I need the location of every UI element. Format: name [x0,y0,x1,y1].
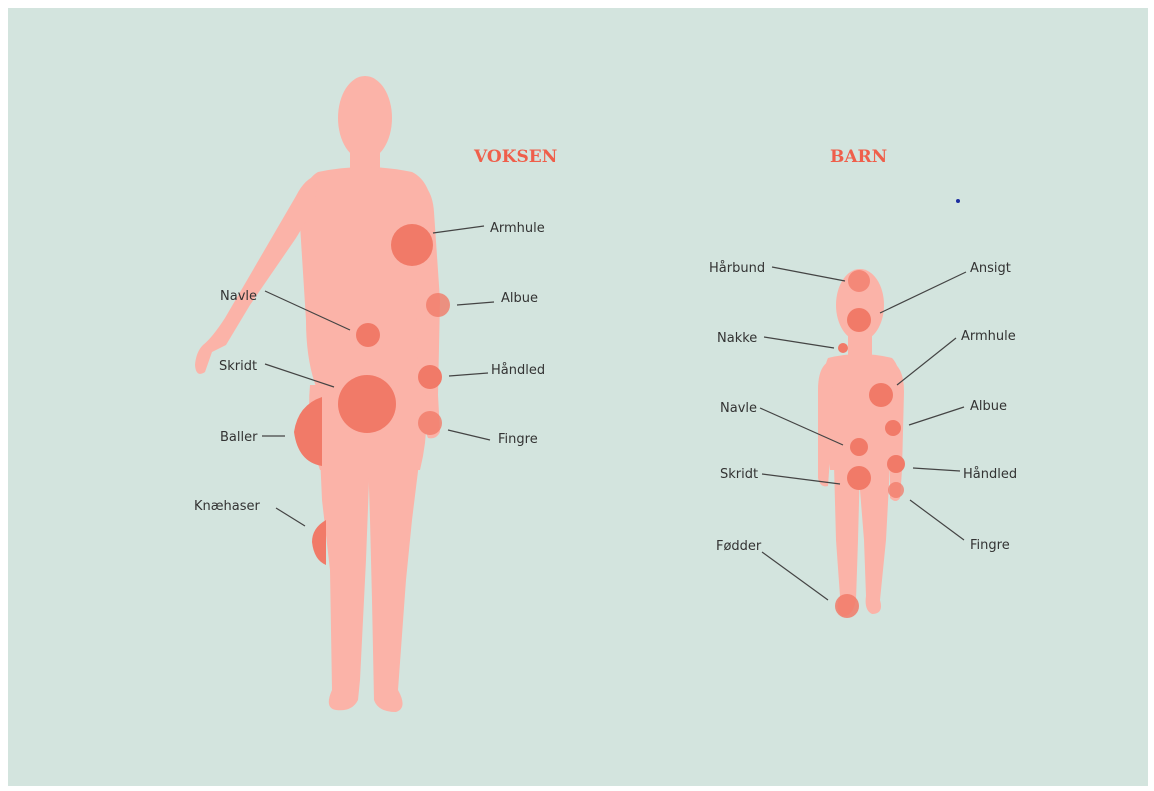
label-child-skridt: Skridt [720,467,758,482]
spot-adult-knaehaser [312,520,326,565]
label-child-haandled: Håndled [963,467,1017,482]
adult-left-leg [320,455,370,710]
stray-dot [956,199,960,203]
label-child-albue: Albue [970,399,1007,414]
child-title: BARN [830,147,887,167]
label-child-haarbund: Hårbund [709,261,765,276]
spot-child-skridt [847,466,871,490]
label-adult-armhule: Armhule [490,221,545,236]
label-adult-albue: Albue [501,291,538,306]
spot-adult-fingre [418,411,442,435]
adult-figure [195,76,440,712]
label-child-navle: Navle [720,401,757,416]
label-child-nakke: Nakke [717,331,757,346]
label-adult-fingre: Fingre [498,432,538,447]
spot-adult-navle [356,323,380,347]
adult-head [338,76,392,160]
spot-child-fingre [888,482,904,498]
spot-child-nakke [838,343,848,353]
spot-child-haandled [887,455,905,473]
spot-child-ansigt [847,308,871,332]
spot-adult-skridt [338,375,396,433]
label-child-fingre: Fingre [970,538,1010,553]
label-adult-baller: Baller [220,430,258,445]
spot-adult-armhule [391,224,433,266]
adult-left-arm [195,175,318,374]
spot-child-foedder [835,594,859,618]
spot-adult-haandled [418,365,442,389]
spot-child-albue [885,420,901,436]
label-child-armhule: Armhule [961,329,1016,344]
label-child-foedder: Fødder [716,539,762,554]
adult-right-leg [368,455,420,712]
spot-child-haarbund [848,270,870,292]
spot-adult-baller [294,397,322,466]
label-adult-skridt: Skridt [219,359,257,374]
label-child-ansigt: Ansigt [970,261,1011,276]
label-adult-navle: Navle [220,289,257,304]
label-adult-haandled: Håndled [491,363,545,378]
label-adult-knaehaser: Knæhaser [194,499,261,514]
adult-title: VOKSEN [473,147,557,167]
spot-child-navle [850,438,868,456]
spot-adult-albue [426,293,450,317]
spot-child-armhule [869,383,893,407]
